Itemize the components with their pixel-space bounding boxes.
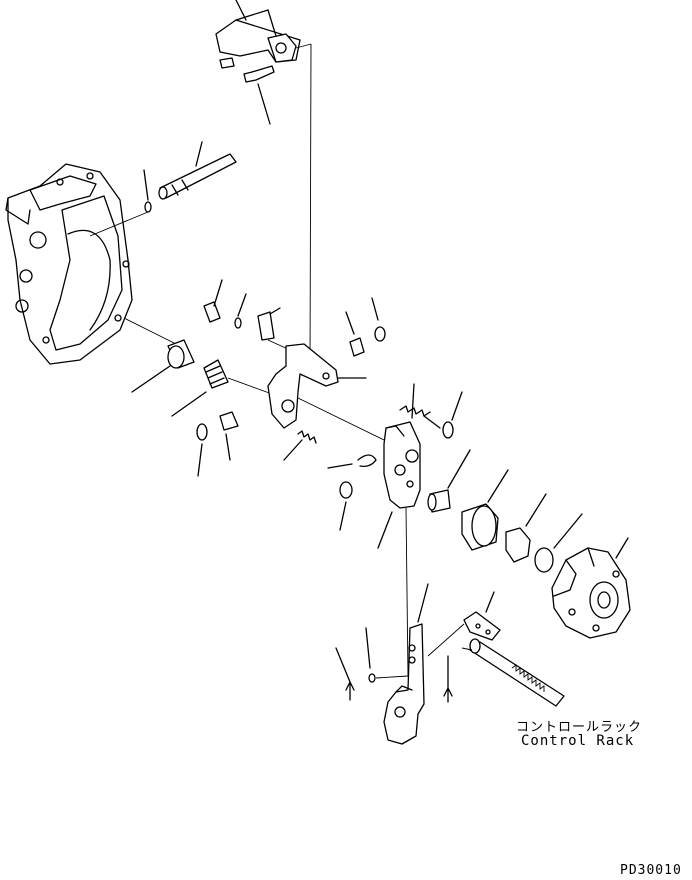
rack-lever: [383, 623, 425, 745]
spring-cylinder: [203, 359, 273, 395]
governor-housing: [5, 163, 133, 365]
main-lever: [267, 343, 367, 429]
control-rack-label-en: Control Rack: [521, 733, 635, 749]
cap-disk: [461, 503, 499, 551]
figure-code: PD30010: [620, 863, 682, 878]
rack-connector: [463, 591, 501, 641]
control-rack: [469, 638, 565, 707]
cover-plate-group: [215, 0, 301, 83]
flyweight-assembly: [551, 547, 631, 639]
shaft-pin: [158, 141, 237, 200]
control-rack-label-ja: コントロールラック: [516, 720, 643, 735]
bushing: [167, 339, 195, 369]
link-arm: [383, 421, 421, 509]
